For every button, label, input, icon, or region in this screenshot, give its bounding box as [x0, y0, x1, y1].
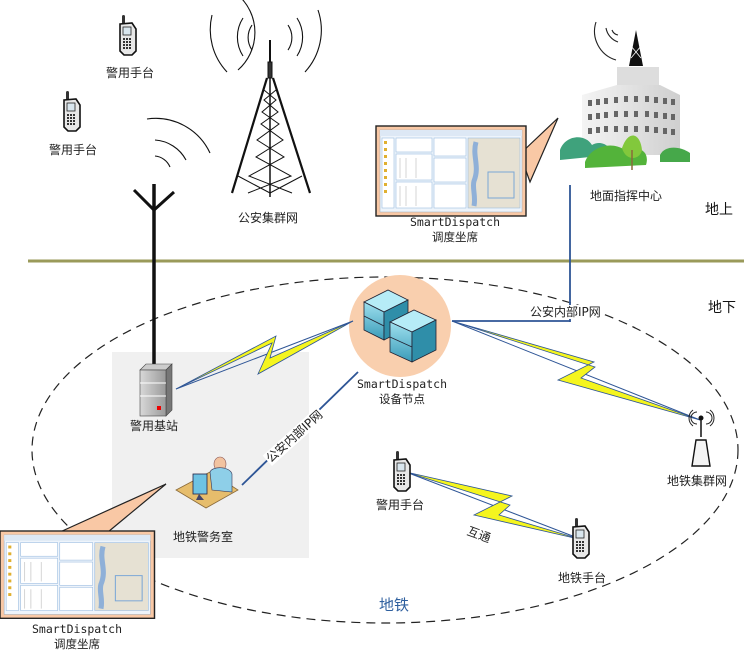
zone-label-above-ground: 地上: [705, 202, 733, 218]
zone-label-subway: 地铁: [379, 596, 410, 614]
police-handset-icon: [393, 450, 411, 492]
police-room-operator-icon: [175, 456, 239, 509]
label-police-handset-2: 警用手台: [49, 143, 98, 157]
police-mast-antenna-icon: [132, 117, 211, 365]
subway-boundary: [31, 276, 739, 624]
server-rack-icon: [363, 289, 437, 363]
label-ground-command-center: 地面指挥中心: [590, 189, 663, 203]
label-police-handset-underground: 警用手台: [376, 498, 425, 512]
label-subway-police-room: 地铁警务室: [173, 530, 234, 544]
label-ip-network-top: 公安内部IP网: [529, 305, 602, 319]
label-subway-handset: 地铁手台: [558, 571, 607, 585]
command-center-building-icon: [560, 21, 690, 170]
zone-label-underground: 地下: [708, 300, 736, 316]
label-device-node-line2: 设备节点: [379, 392, 425, 406]
label-device-node-line1: SmartDispatch: [356, 377, 447, 391]
console-callout-bottom: [0, 483, 167, 618]
wireless-link-basestation-node: [175, 320, 354, 390]
police-handset-icon: [63, 90, 81, 132]
label-console-bottom-line1: SmartDispatch: [31, 622, 122, 636]
police-handset-icon: [119, 14, 137, 56]
label-console-bottom-line2: 调度坐席: [54, 637, 100, 651]
wireless-link-node-subwaytrunk: [451, 320, 701, 421]
label-subway-trunk-network: 地铁集群网: [667, 474, 728, 488]
label-police-handset-1: 警用手台: [106, 66, 155, 80]
subway-handset-icon: [572, 517, 590, 559]
label-console-top-line1: SmartDispatch: [409, 215, 500, 229]
trunk-tower-icon: [209, 0, 322, 197]
subway-trunk-antenna-icon: [688, 409, 715, 467]
wireless-link-handsets: [405, 471, 584, 541]
console-callout-top: [376, 117, 559, 216]
label-police-base-station: 警用基站: [130, 419, 179, 433]
label-public-security-trunk-network: 公安集群网: [238, 211, 299, 225]
label-console-top-line2: 调度坐席: [432, 230, 478, 244]
base-station-server-icon: [139, 363, 173, 417]
